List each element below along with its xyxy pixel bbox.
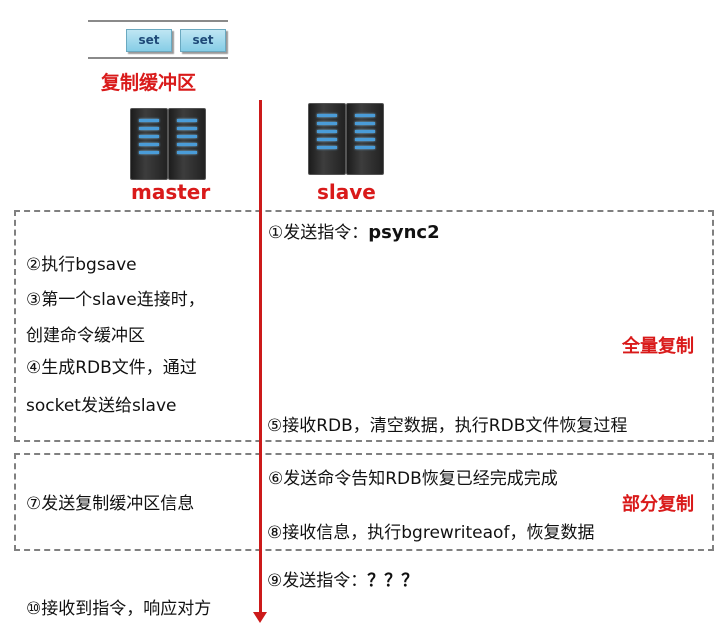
timeline-line [259,100,262,615]
slave-server-icon [308,103,384,175]
step-8: ⑧接收信息，执行bgrewriteaof，恢复数据 [267,523,595,543]
step-5: ⑤接收RDB，清空数据，执行RDB文件恢复过程 [267,416,628,436]
step-9-text: ⑨发送指令： [267,571,368,591]
master-label: master [131,180,211,204]
buffer-item: set [180,29,226,52]
step-3-line1: ③第一个slave连接时， [26,290,205,310]
step-1: ①发送指令：psync2 [268,218,440,243]
step-1-text: ①发送指令： [268,223,369,243]
full-sync-label: 全量复制 [622,336,694,357]
step-7: ⑦发送复制缓冲区信息 [26,494,195,514]
buffer-item: set [126,29,172,52]
step-3-line2: 创建命令缓冲区 [26,326,145,346]
step-2: ②执行bgsave [26,255,137,275]
step-9: ⑨发送指令：？？？ [267,566,418,591]
buffer-bottom-line [88,57,228,59]
step-6: ⑥发送命令告知RDB恢复已经完成完成 [268,469,558,489]
buffer-top-line [88,20,228,22]
step-4-line1: ④生成RDB文件，通过 [26,358,197,378]
partial-sync-frame [14,453,714,551]
buffer-label: 复制缓冲区 [101,72,197,94]
step-9-command: ？？？ [367,571,419,591]
step-4-line2: socket发送给slave [26,396,177,416]
partial-sync-label: 部分复制 [622,494,694,515]
master-server-icon [130,108,206,180]
step-10: ⑩接收到指令，响应对方 [26,599,212,619]
full-sync-frame [14,210,714,442]
timeline-arrow-icon [253,612,267,623]
slave-label: slave [317,180,376,204]
step-1-command: psync2 [368,222,440,243]
